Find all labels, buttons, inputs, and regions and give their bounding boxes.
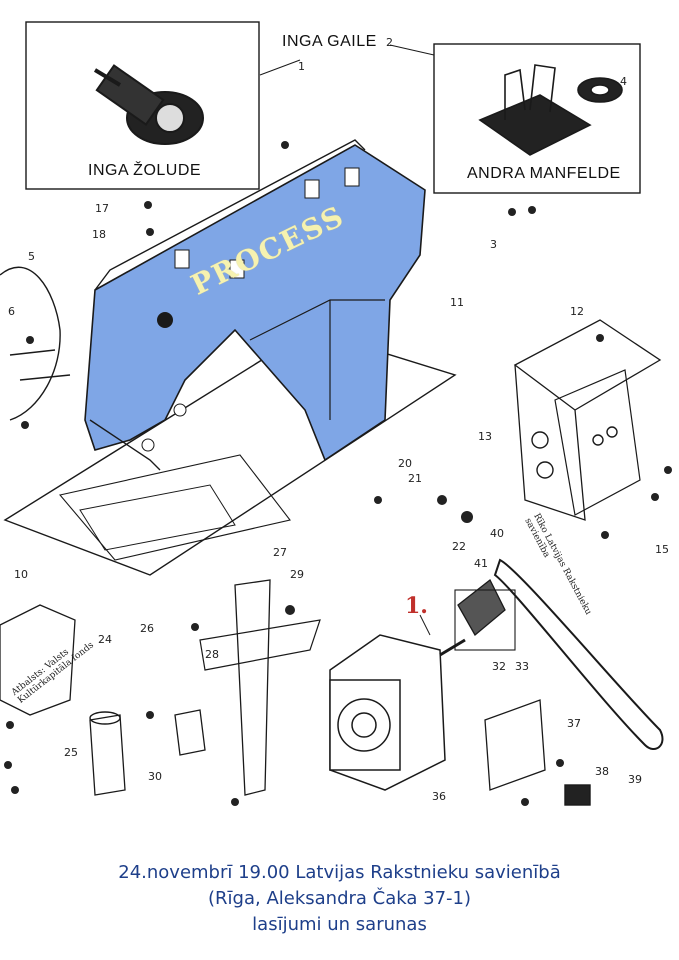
label-andra-manfelde: ANDRA MANFELDE <box>467 165 621 182</box>
event-info: 24.novembrī 19.00 Latvijas Rakstnieku sa… <box>0 860 679 938</box>
part-number: 26 <box>140 622 154 635</box>
part-number: 41 <box>474 557 488 570</box>
sewing-machine-diagram <box>0 21 672 806</box>
machine-body <box>84 139 426 471</box>
belt-41 <box>493 558 664 750</box>
part-number: 30 <box>148 770 162 783</box>
base-plate <box>3 329 457 576</box>
event-description: lasījumi un sarunas <box>252 914 427 935</box>
part-number: 25 <box>64 746 78 759</box>
part-number: 13 <box>478 430 492 443</box>
part-32 <box>457 578 506 636</box>
part-number: 38 <box>595 765 609 778</box>
part-number: 1 <box>298 60 305 73</box>
motor-part-illustration <box>93 64 204 145</box>
part-number: 18 <box>92 228 106 241</box>
screws <box>4 141 672 806</box>
part-number: 2 <box>386 36 393 49</box>
part-39 <box>564 784 591 806</box>
part-number: 33 <box>515 660 529 673</box>
side-cover <box>0 266 61 421</box>
event-address: (Rīga, Aleksandra Čaka 37-1) <box>208 888 471 909</box>
inset-box-right <box>433 43 641 194</box>
bracket-27 <box>234 579 271 796</box>
part-number: 29 <box>290 568 304 581</box>
part-number: 4 <box>620 75 627 88</box>
part-number: 28 <box>205 648 219 661</box>
part-number: 24 <box>98 633 112 646</box>
part-30 <box>174 709 206 756</box>
part-number: 21 <box>408 472 422 485</box>
part-number: 12 <box>570 305 584 318</box>
switch-box-24 <box>0 604 76 716</box>
label-inga-zolude: INGA ŽOLUDE <box>88 162 202 179</box>
bracket-part-illustration <box>478 64 623 156</box>
part-number: 32 <box>492 660 506 673</box>
part-number: 20 <box>398 457 412 470</box>
part-25 <box>89 714 126 796</box>
side-panel <box>513 319 662 411</box>
motor-1 <box>329 634 466 791</box>
red-marker-1: 1. <box>405 593 428 619</box>
part-number: 3 <box>490 238 497 251</box>
inset-box-left <box>25 21 260 190</box>
part-number: 22 <box>452 540 466 553</box>
event-date-venue: 24.novembrī 19.00 Latvijas Rakstnieku sa… <box>118 862 561 883</box>
part-number: 6 <box>8 305 15 318</box>
part-number: 11 <box>450 296 464 309</box>
part-number: 15 <box>655 543 669 556</box>
part-number: 36 <box>432 790 446 803</box>
part-number: 39 <box>628 773 642 786</box>
part-number: 27 <box>273 546 287 559</box>
part-37 <box>484 699 546 791</box>
part-number: 5 <box>28 250 35 263</box>
part-number: 40 <box>490 527 504 540</box>
label-inga-gaile: INGA GAILE <box>282 33 377 50</box>
part-number: 10 <box>14 568 28 581</box>
part-number: 37 <box>567 717 581 730</box>
part-number: 17 <box>95 202 109 215</box>
